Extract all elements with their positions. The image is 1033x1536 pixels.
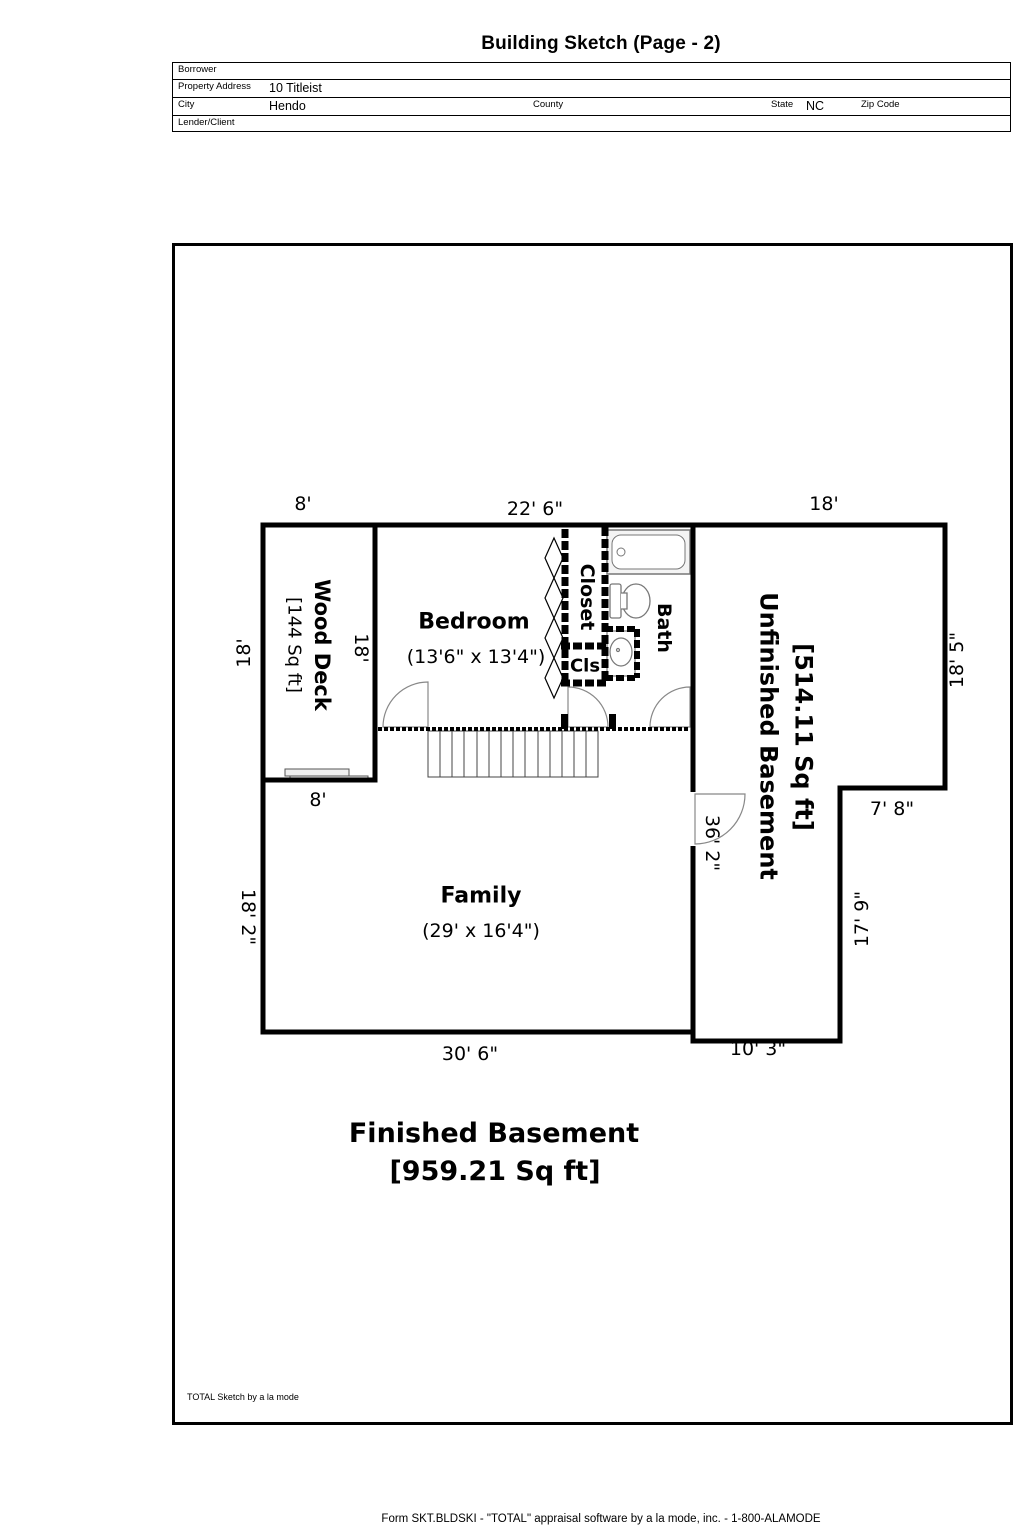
dim-unfinished-top: 18' bbox=[809, 493, 839, 516]
dim-deck-bottom: 8' bbox=[309, 789, 327, 812]
form-row-city-state: City Hendo County State NC Zip Code bbox=[173, 98, 1010, 116]
room-label-cls: Cls bbox=[569, 655, 601, 677]
dim-deck-left: 18' bbox=[233, 638, 256, 668]
county-label: County bbox=[533, 99, 564, 110]
room-label-finished-basement: Finished Basement bbox=[348, 1117, 640, 1149]
door-arc-icon bbox=[567, 686, 609, 728]
dims-label-family: (29' x 16'4") bbox=[422, 920, 540, 943]
area-label-finished-basement: [959.21 Sq ft] bbox=[389, 1155, 601, 1187]
room-label-closet: Closet bbox=[575, 563, 598, 631]
dim-unfinished-bottom: 10' 3" bbox=[729, 1038, 787, 1061]
form-row-property-address: Property Address 10 Titleist bbox=[173, 80, 1010, 98]
form-row-lender: Lender/Client bbox=[173, 116, 1010, 133]
area-label-wood-deck: [144 Sq ft] bbox=[283, 597, 305, 693]
room-label-bedroom: Bedroom bbox=[418, 609, 530, 635]
form-row-borrower: Borrower bbox=[173, 63, 1010, 80]
dim-main-top: 22' 6" bbox=[506, 498, 564, 521]
room-label-family: Family bbox=[440, 883, 522, 909]
property-address-value: 10 Titleist bbox=[269, 81, 322, 95]
form-header-table: Borrower Property Address 10 Titleist Ci… bbox=[172, 62, 1011, 132]
lender-label: Lender/Client bbox=[178, 117, 235, 128]
area-label-unfinished-basement: [514.11 Sq ft] bbox=[789, 643, 818, 831]
dim-family-left: 18' 2" bbox=[236, 888, 259, 946]
exterior-walls bbox=[260, 522, 948, 1044]
dim-unfinished-right: 18' 5" bbox=[946, 631, 969, 689]
city-label: City bbox=[178, 99, 195, 110]
interior-dashed-walls bbox=[378, 527, 690, 731]
door-arc-icon bbox=[694, 793, 746, 845]
door-arc-icon bbox=[649, 686, 691, 728]
bathtub-icon bbox=[606, 529, 691, 575]
door-arc-icon bbox=[382, 681, 429, 728]
room-label-bath: Bath bbox=[652, 603, 675, 653]
page-title: Building Sketch (Page - 2) bbox=[481, 33, 721, 54]
room-label-unfinished-basement: Unfinished Basement bbox=[754, 592, 783, 880]
form-footer: Form SKT.BLDSKI - "TOTAL" appraisal soft… bbox=[381, 1513, 821, 1525]
sink-icon bbox=[606, 630, 636, 677]
sketch-border bbox=[172, 243, 1013, 1425]
borrower-label: Borrower bbox=[178, 64, 217, 75]
dims-label-bedroom: (13'6" x 13'4") bbox=[406, 646, 546, 669]
state-label: State bbox=[771, 99, 794, 110]
dim-step-vertical: 17' 9" bbox=[851, 890, 874, 948]
hanger-zigzag-icon bbox=[544, 536, 564, 700]
stairs-icon bbox=[427, 730, 599, 778]
dim-step: 7' 8" bbox=[869, 798, 915, 821]
dim-deck-right: 18' bbox=[349, 633, 372, 663]
room-label-wood-deck: Wood Deck bbox=[310, 579, 335, 711]
toilet-icon bbox=[609, 583, 651, 619]
property-address-label: Property Address bbox=[178, 81, 251, 92]
dim-family-bottom: 30' 6" bbox=[441, 1043, 499, 1066]
city-value: Hendo bbox=[269, 99, 306, 113]
dim-deck-top: 8' bbox=[294, 493, 312, 516]
zip-label: Zip Code bbox=[861, 99, 900, 110]
dim-center-wall: 36' 2" bbox=[700, 814, 723, 872]
state-value: NC bbox=[806, 99, 825, 113]
sketch-watermark: TOTAL Sketch by a la mode bbox=[187, 1392, 299, 1402]
